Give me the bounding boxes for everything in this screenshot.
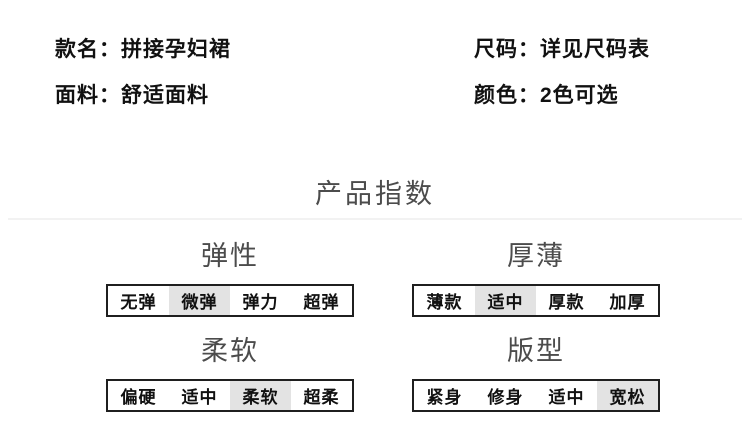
option-cell: 无弹	[120, 293, 157, 312]
option-cell: 超弹	[303, 293, 340, 312]
option-cell: 弹力	[242, 293, 279, 312]
info-item-size: 尺码：详见尺码表	[474, 38, 650, 62]
section-divider	[8, 218, 742, 220]
option-cell: 加厚	[609, 293, 646, 312]
option-cell-selected: 柔软	[230, 381, 291, 410]
index-group-elasticity: 弹性 无弹 微弹 弹力 超弹	[106, 241, 354, 317]
index-group-title: 弹性	[201, 241, 259, 271]
info-value-style-name: 拼接孕妇裙	[121, 38, 231, 61]
index-group-softness: 柔软 偏硬 适中 柔软 超柔	[106, 336, 354, 412]
info-item-color: 颜色：2色可选	[474, 84, 619, 108]
option-cell: 超柔	[303, 388, 340, 407]
info-label-fabric: 面料：	[55, 84, 121, 107]
option-cell-selected: 适中	[475, 286, 536, 315]
info-value-size: 详见尺码表	[540, 38, 650, 61]
info-item-fabric: 面料：舒适面料	[55, 84, 209, 108]
index-group-title: 版型	[507, 336, 565, 366]
info-item-style-name: 款名：拼接孕妇裙	[55, 38, 231, 62]
index-group-thickness: 厚薄 薄款 适中 厚款 加厚	[412, 241, 660, 317]
option-cell-selected: 微弹	[169, 286, 230, 315]
section-title-product-index: 产品指数	[315, 179, 435, 209]
option-cell: 紧身	[426, 388, 463, 407]
index-group-fit: 版型 紧身 修身 适中 宽松	[412, 336, 660, 412]
option-box-elasticity: 无弹 微弹 弹力 超弹	[106, 284, 354, 317]
index-group-title: 柔软	[201, 336, 259, 366]
option-cell: 修身	[487, 388, 524, 407]
info-label-style-name: 款名：	[55, 38, 121, 61]
option-box-fit: 紧身 修身 适中 宽松	[412, 379, 660, 412]
option-cell: 适中	[548, 388, 585, 407]
option-box-thickness: 薄款 适中 厚款 加厚	[412, 284, 660, 317]
option-cell: 偏硬	[120, 388, 157, 407]
info-value-fabric: 舒适面料	[121, 84, 209, 107]
option-cell: 薄款	[426, 293, 463, 312]
info-value-color: 2色可选	[540, 84, 619, 107]
option-cell-selected: 宽松	[597, 381, 658, 410]
option-cell: 厚款	[548, 293, 585, 312]
option-box-softness: 偏硬 适中 柔软 超柔	[106, 379, 354, 412]
option-cell: 适中	[181, 388, 218, 407]
info-label-color: 颜色：	[474, 84, 540, 107]
info-label-size: 尺码：	[474, 38, 540, 61]
index-group-title: 厚薄	[507, 241, 565, 271]
